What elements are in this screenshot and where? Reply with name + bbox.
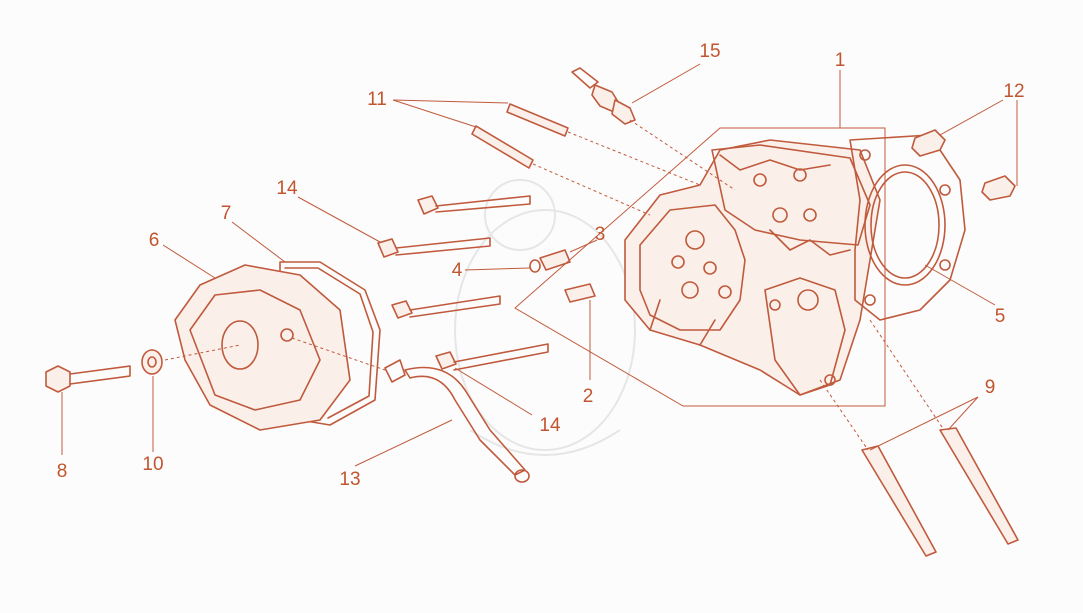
callout-6: 6: [149, 230, 160, 251]
callout-7: 7: [221, 203, 232, 224]
callout-12: 12: [1003, 81, 1024, 102]
callout-4: 4: [452, 260, 463, 281]
valve-cover: [174, 264, 351, 431]
head-bolts: [377, 195, 549, 371]
callout-10: 10: [142, 454, 163, 475]
cylinder-head: [624, 139, 881, 396]
studs-upper: [471, 103, 701, 216]
callout-2: 2: [583, 386, 594, 407]
small-fittings: [529, 249, 596, 303]
watermark-mascot: [454, 179, 636, 456]
callout-9: 9: [985, 377, 996, 398]
callout-14-upper: 14: [276, 178, 298, 199]
callout-11: 11: [367, 89, 387, 110]
leader-lines: [61, 63, 1018, 467]
callout-3: 3: [595, 224, 606, 245]
callout-labels: 1 15 11 12 14 7 3 6 4 5 9 2 14 10 8 13: [57, 41, 1025, 490]
callout-5: 5: [995, 306, 1006, 327]
head-gasket: [849, 134, 966, 321]
callout-15: 15: [699, 41, 720, 62]
spark-plug: [571, 67, 736, 191]
breather-hose: [291, 337, 530, 483]
callout-8: 8: [57, 461, 68, 482]
callout-13: 13: [339, 469, 360, 490]
dowel-pins: [911, 129, 1016, 201]
cover-bolt-washer: [45, 344, 241, 393]
callout-14-lower: 14: [539, 415, 561, 436]
callout-1: 1: [835, 50, 846, 71]
long-studs: [819, 319, 1019, 557]
